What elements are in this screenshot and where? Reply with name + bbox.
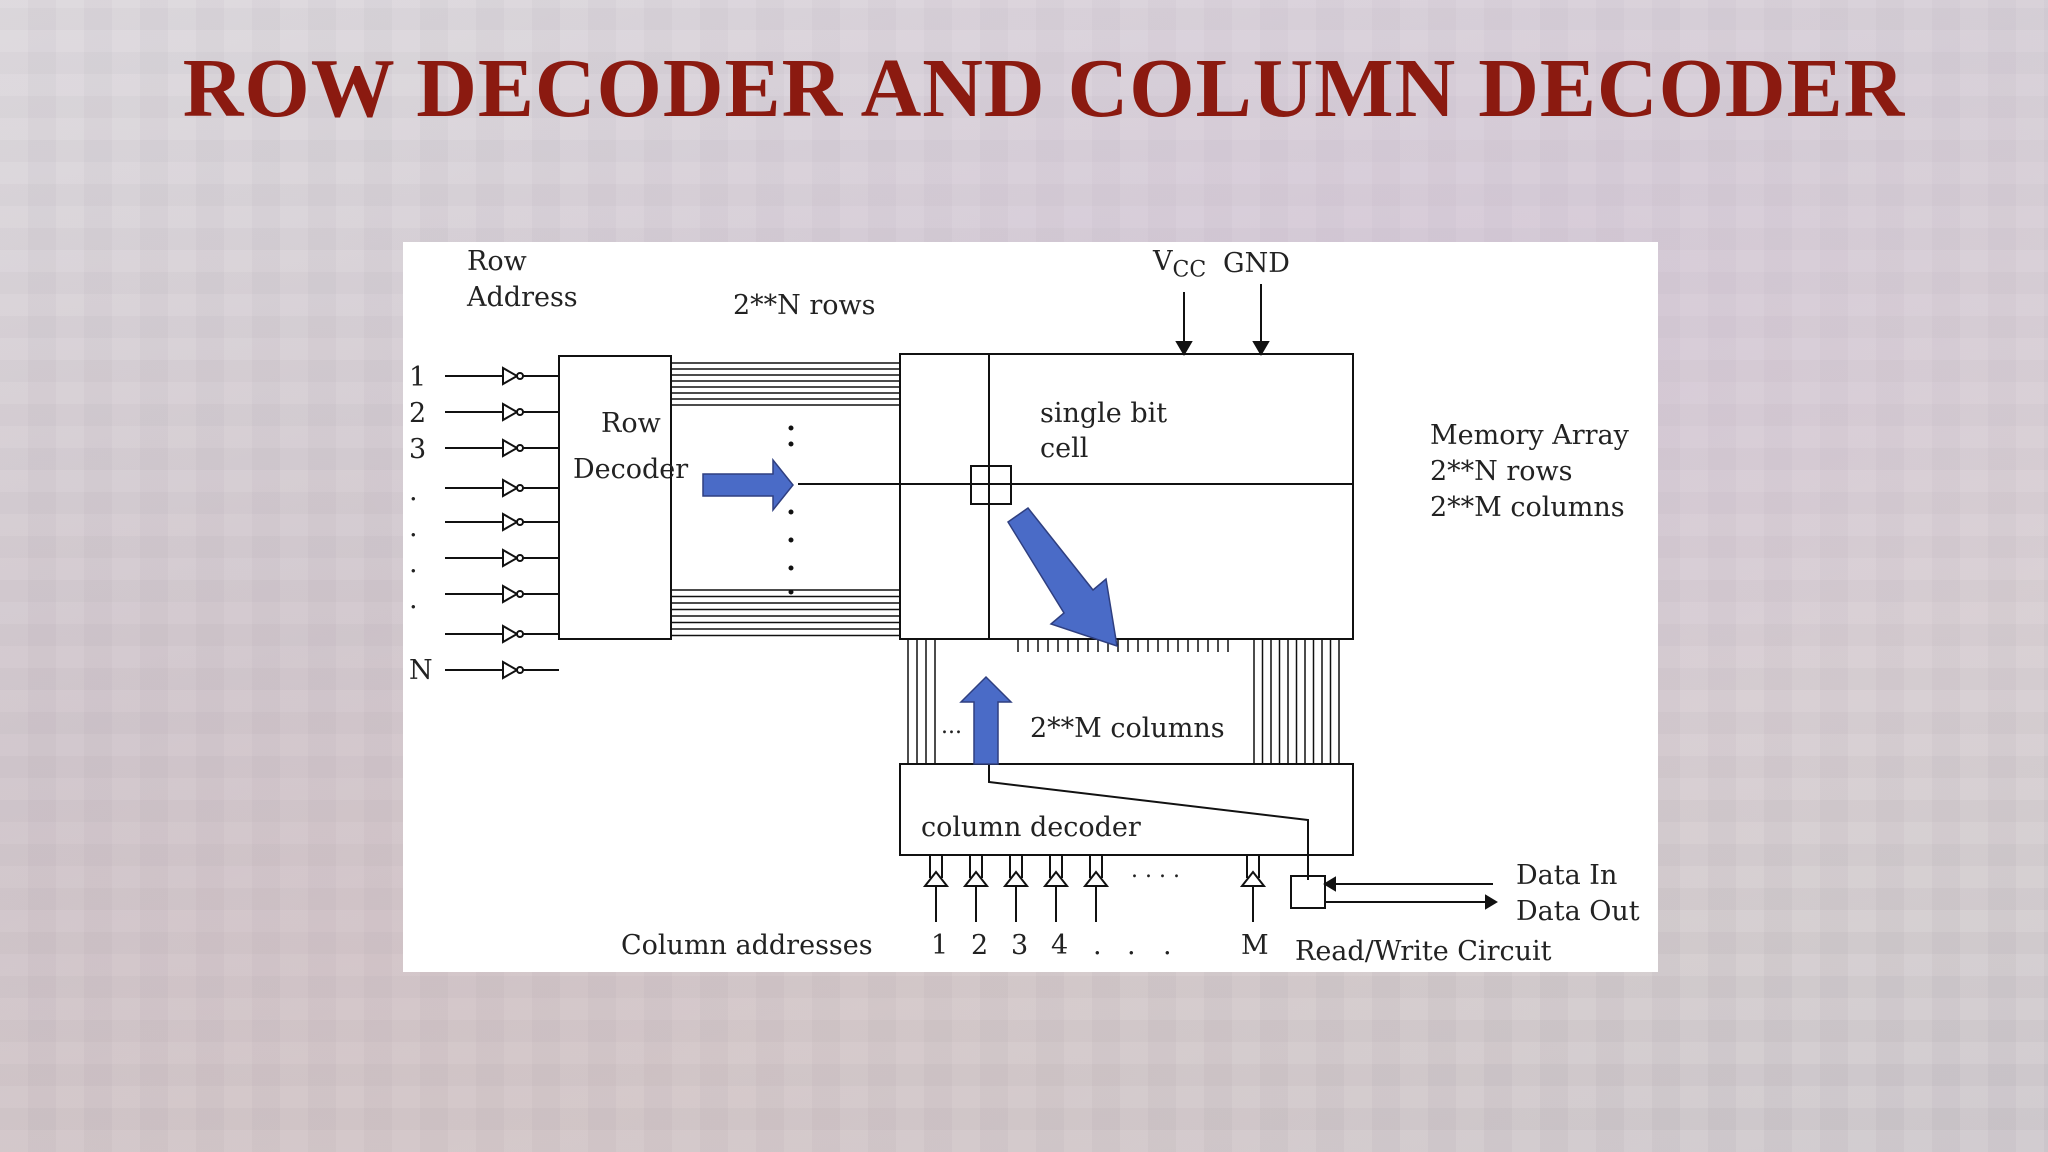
diagonal-arrow-icon: [1006, 506, 1118, 648]
column-input-label: 3: [1011, 930, 1029, 961]
data-out-label: Data Out: [1516, 896, 1640, 927]
memory-array-label-1: Memory Array: [1430, 420, 1629, 451]
row-buffer-bubble: [516, 590, 524, 598]
column-buffer-icon: [962, 870, 990, 887]
diagram-panel: Row Address 2**N rows VCC GND Row Decode…: [403, 242, 1658, 972]
vcc-label: VCC: [1153, 246, 1207, 283]
row-address-label-2: Address: [467, 282, 578, 313]
row-input-label: 2: [409, 398, 427, 429]
row-buffer-icon: [502, 660, 520, 680]
row-dot: [788, 537, 794, 543]
rows-label: 2**N rows: [733, 290, 876, 321]
column-input-label: 4: [1051, 930, 1069, 961]
column-input-label: .: [1163, 930, 1172, 961]
data-in-label: Data In: [1516, 860, 1618, 891]
row-buffer-icon: [502, 624, 520, 644]
row-input-label: .: [409, 548, 418, 579]
read-write-circuit-label: Read/Write Circuit: [1295, 936, 1552, 967]
up-arrow-icon: [959, 675, 1013, 765]
read-write-box: [1290, 875, 1326, 909]
row-input-label: .: [409, 512, 418, 543]
row-buffer-icon: [502, 512, 520, 532]
memory-array-box: [899, 353, 1354, 640]
column-buffer-icon: [1082, 870, 1110, 887]
memory-array-label-3: 2**M columns: [1430, 492, 1625, 523]
row-input-label: .: [409, 584, 418, 615]
row-input-label: N: [409, 655, 433, 686]
row-decoder-label-1: Row: [601, 408, 661, 439]
row-decoder-box: [558, 355, 672, 640]
memory-array-label-2: 2**N rows: [1430, 456, 1573, 487]
row-buffer-bubble: [516, 518, 524, 526]
row-dot: [788, 589, 794, 595]
row-buffer-bubble: [516, 484, 524, 492]
row-buffer-icon: [502, 584, 520, 604]
gnd-arrowhead: [1252, 341, 1270, 356]
single-bit-label-2: cell: [1040, 433, 1089, 464]
column-dots-label: ...: [941, 714, 962, 739]
row-dot: [788, 565, 794, 571]
row-dot: [788, 425, 794, 431]
right-arrow-icon: [702, 457, 794, 513]
row-address-label-1: Row: [467, 246, 527, 277]
column-input-label: 2: [971, 930, 989, 961]
column-top-dots: . . . .: [1131, 858, 1180, 883]
row-input-label: .: [409, 476, 418, 507]
single-bit-cell: [970, 465, 1012, 505]
slide-title: ROW DECODER AND COLUMN DECODER: [182, 42, 1906, 135]
column-buffer-icon: [1239, 870, 1267, 887]
columns-label: 2**M columns: [1026, 715, 1229, 742]
row-dot: [788, 509, 794, 515]
row-input-label: 1: [409, 362, 427, 393]
memory-diagram: [445, 284, 1498, 922]
column-decoder-label: column decoder: [921, 812, 1141, 843]
row-decoder-label-2: Decoder: [573, 454, 689, 485]
column-input-label: .: [1093, 930, 1102, 961]
row-input-label: 3: [409, 434, 427, 465]
row-buffer-icon: [502, 548, 520, 568]
single-bit-label-1: single bit: [1040, 398, 1168, 429]
column-decoder-box: [899, 763, 1354, 856]
row-buffer-bubble: [516, 554, 524, 562]
gnd-label: GND: [1223, 248, 1290, 279]
column-input-label: M: [1241, 930, 1269, 961]
column-buffer-icon: [1002, 870, 1030, 887]
row-buffer-bubble: [516, 666, 524, 674]
column-input-label: .: [1127, 930, 1136, 961]
row-buffer-bubble: [516, 408, 524, 416]
row-buffer-icon: [502, 478, 520, 498]
row-buffer-icon: [502, 438, 520, 458]
column-addresses-label: Column addresses: [621, 930, 873, 961]
row-buffer-icon: [502, 366, 520, 386]
row-buffer-icon: [502, 402, 520, 422]
row-buffer-bubble: [516, 372, 524, 380]
row-buffer-bubble: [516, 630, 524, 638]
vcc-arrowhead: [1175, 341, 1193, 356]
row-buffer-bubble: [516, 444, 524, 452]
row-dot: [788, 441, 794, 447]
column-buffer-icon: [922, 870, 950, 887]
column-buffer-icon: [1042, 870, 1070, 887]
column-input-label: 1: [931, 930, 949, 961]
